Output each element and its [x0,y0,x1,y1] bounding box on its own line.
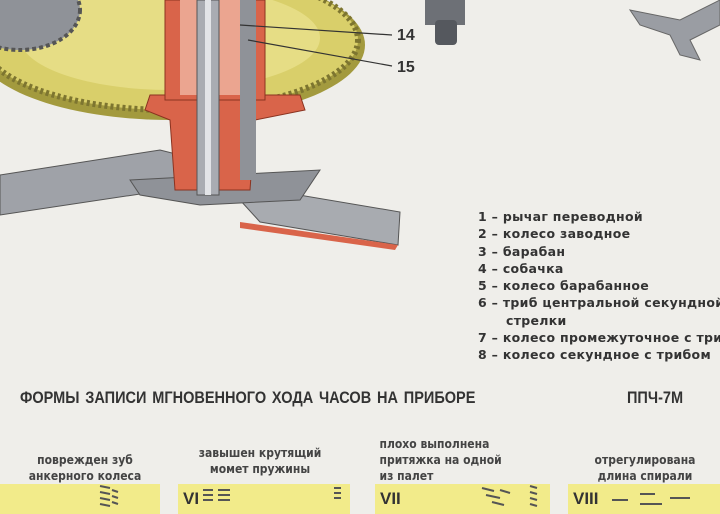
legend-item: 2 – колесо заводное [478,225,720,242]
caption-line: отрегулирована [569,452,720,468]
section-title: ФОРМЫ ЗАПИСИ МГНОВЕННОГО ХОДА ЧАСОВ НА П… [20,389,475,408]
caption-line: поврежден зуб [13,452,157,468]
legend-item-continuation: стрелки [478,312,720,329]
callout-14: 14 [397,27,415,45]
record-caption-2: завышен крутящий момет пружины [188,445,332,477]
trace-marks-1 [100,486,118,506]
legend-item: 7 – колесо промежуточное с трибом [478,329,720,346]
trace-marks-2 [203,488,341,500]
legend-item: 5 – колесо барабанное [478,277,720,294]
legend-item: 1 – рычаг переводной [478,208,720,225]
legend-item: 3 – барабан [478,243,720,260]
record-traces [0,480,720,511]
legend-item: 8 – колесо секундное с трибом [478,346,720,363]
caption-line: плохо выполнена [380,436,515,452]
screw-part [425,0,465,45]
callout-15: 15 [397,59,415,77]
caption-line: момет пружины [188,461,332,477]
record-caption-3: плохо выполнена притяжка на одной из пал… [380,436,515,484]
trace-marks-3 [482,486,537,506]
caption-line: завышен крутящий [188,445,332,461]
caption-line: притяжка на одной [380,452,515,468]
pallet-fork [630,0,720,60]
legend-item: 4 – собачка [478,260,720,277]
device-model: ППЧ-7М [627,389,683,408]
legend-item: 6 – триб центральной секундной [478,294,720,311]
parts-legend: 1 – рычаг переводной 2 – колесо заводное… [478,208,720,364]
trace-marks-4 [612,494,690,504]
